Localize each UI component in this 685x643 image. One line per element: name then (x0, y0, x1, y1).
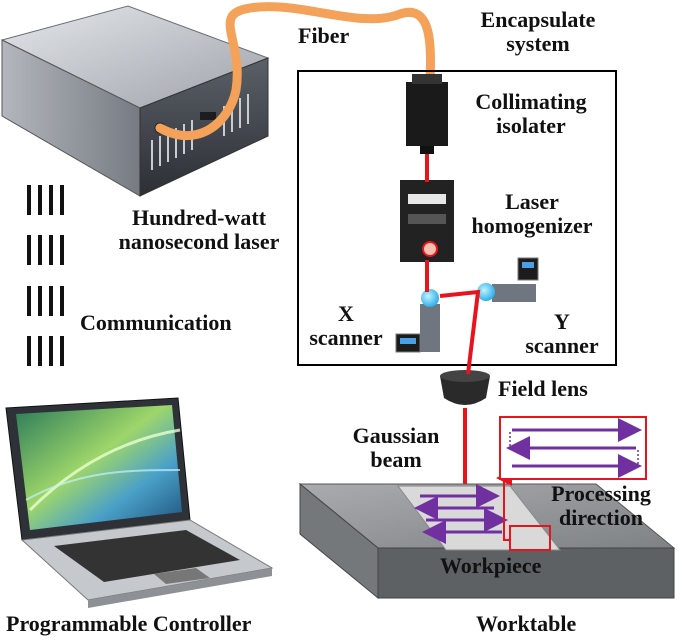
communication-label: Communication (80, 310, 232, 335)
workpiece-highlight-box (509, 525, 551, 551)
collimating-isolator (406, 74, 448, 154)
laptop-controller (5, 397, 274, 608)
y-scanner (477, 257, 539, 302)
workpiece-label: Workpiece (440, 553, 542, 578)
gaussian-line1: Gaussian (352, 423, 440, 448)
workpiece-scan-path (414, 484, 508, 544)
encapsulate-frame (297, 70, 617, 366)
fiber-label: Fiber (298, 23, 350, 48)
y-scanner-line2: scanner (525, 333, 599, 358)
laser-homogenizer (400, 180, 454, 262)
x-scanner (395, 289, 440, 353)
communication-bars (27, 185, 64, 366)
y-scanner-label: Y scanner (512, 310, 612, 358)
field-lens-label: Field lens (498, 376, 588, 401)
processing-line2: direction (559, 505, 643, 530)
optical-fiber (155, 2, 436, 140)
homogenizer-line1: Laser (505, 189, 559, 214)
laser-source-line1: Hundred-watt (131, 205, 267, 230)
homogenizer-label: Laser homogenizer (458, 190, 606, 238)
y-scanner-line1: Y (554, 309, 570, 334)
field-lens (440, 370, 490, 405)
processing-direction-inset (499, 416, 647, 480)
gaussian-line2: beam (370, 447, 422, 472)
encapsulate-line1: Encapsulate (480, 7, 596, 32)
processing-direction-label: Processing direction (526, 482, 676, 530)
encapsulate-line2: system (506, 31, 570, 56)
encapsulate-system-label: Encapsulate system (448, 8, 628, 56)
x-scanner-label: X scanner (296, 302, 396, 350)
collimating-line1: Collimating (475, 89, 587, 114)
laser-source-label: Hundred-watt nanosecond laser (104, 206, 294, 254)
x-scanner-line1: X (338, 301, 354, 326)
laser-source-line2: nanosecond laser (118, 229, 280, 254)
controller-label: Programmable Controller (6, 611, 252, 636)
x-scanner-line2: scanner (309, 325, 383, 350)
collimating-isolator-label: Collimating isolater (456, 90, 606, 138)
processing-direction-arrow (496, 470, 512, 541)
gaussian-beam-label: Gaussian beam (336, 424, 456, 472)
homogenizer-line2: homogenizer (471, 213, 593, 238)
worktable-label: Worktable (476, 611, 577, 636)
processing-line1: Processing (551, 481, 651, 506)
collimating-line2: isolater (496, 113, 566, 138)
